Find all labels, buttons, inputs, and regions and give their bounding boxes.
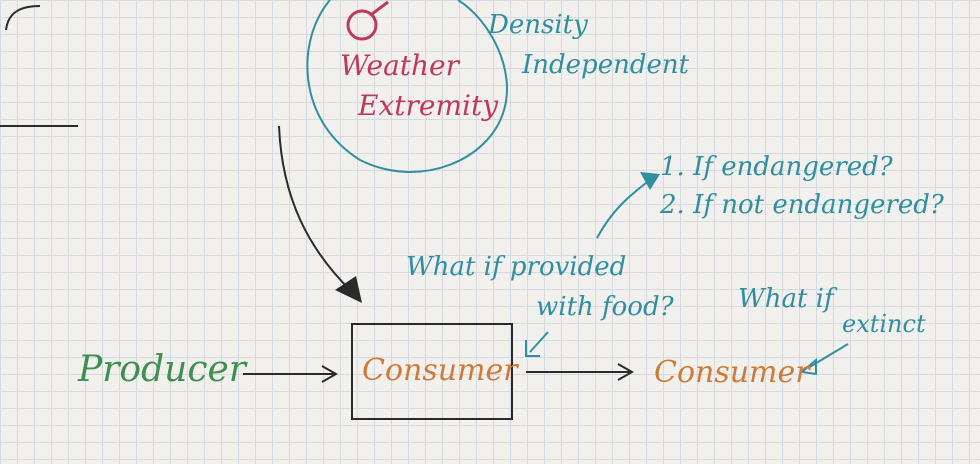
- food-to-consumer-arrow: [529, 331, 549, 353]
- consumer-right-label: Consumer: [654, 355, 810, 390]
- endangered-question-1: 1. If endangered?: [660, 152, 893, 182]
- extinct-arrow-head: [799, 357, 817, 376]
- consumer-boxed-label: Consumer: [362, 353, 518, 388]
- extinct-question-line2: extinct: [842, 310, 926, 338]
- density-label-line1: Density: [488, 10, 588, 40]
- consumer-arrow-head: [617, 363, 635, 381]
- density-label-line2: Independent: [522, 50, 690, 80]
- producer-arrow-head: [321, 365, 339, 383]
- producer-label: Producer: [78, 349, 247, 390]
- weather-arrow-head: [335, 276, 362, 303]
- endangered-question-2: 2. If not endangered?: [660, 190, 944, 220]
- corner-bracket-mark: [5, 5, 41, 31]
- consumer-box: [351, 323, 513, 420]
- weather-label-line1: Weather: [340, 49, 459, 82]
- food-question-line2: with food?: [536, 292, 674, 322]
- extinct-question-line1: What if: [738, 284, 834, 314]
- weather-label-line2: Extremity: [358, 89, 499, 122]
- weather-to-consumer-arrow: [278, 125, 351, 291]
- food-arrow-head: [525, 340, 540, 357]
- food-question-line1: What if provided: [406, 252, 627, 282]
- endangered-arrow-head: [640, 172, 660, 190]
- food-to-endangered-arrow: [596, 179, 651, 239]
- weather-symbol-stem: [371, 0, 389, 16]
- weather-circle: [306, 0, 508, 173]
- extinct-to-consumer-arrow: [807, 343, 849, 369]
- weather-symbol-circle: [346, 9, 378, 41]
